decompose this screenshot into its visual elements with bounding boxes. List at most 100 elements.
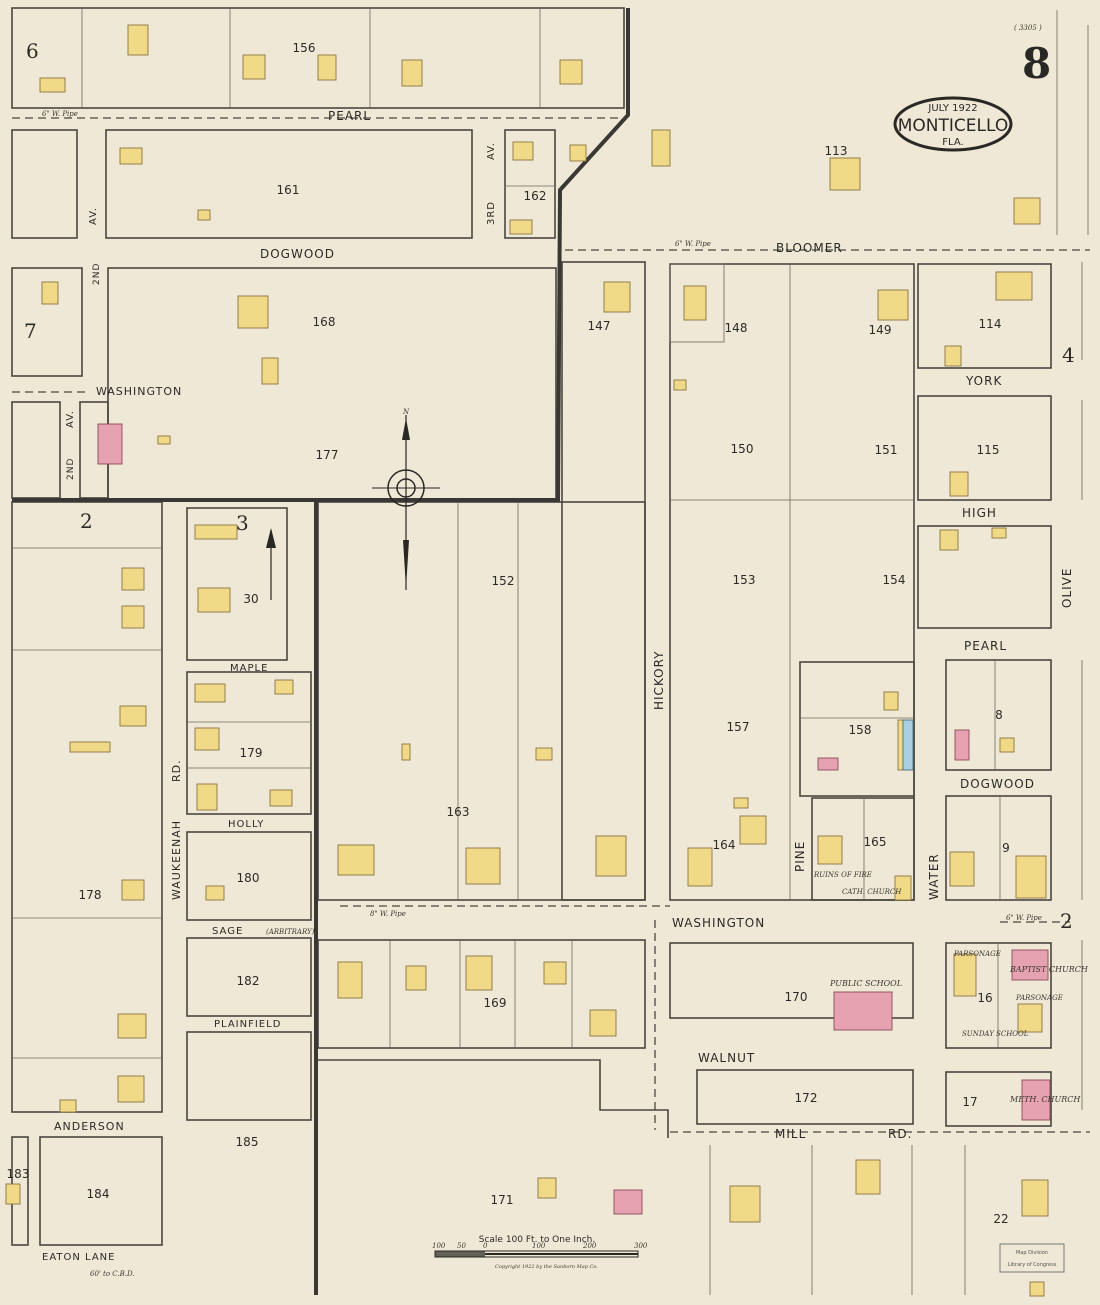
block-number: 177 bbox=[316, 448, 339, 462]
block-number: 163 bbox=[447, 805, 470, 819]
block-number: 22 bbox=[993, 1212, 1008, 1226]
street-label: 3RD bbox=[486, 201, 497, 225]
street-label: DOGWOOD bbox=[960, 777, 1035, 791]
building-label: BAPTIST CHURCH bbox=[1009, 965, 1089, 974]
block-number: 147 bbox=[588, 319, 611, 333]
building-label: PUBLIC SCHOOL bbox=[829, 979, 902, 988]
street-label: SAGE bbox=[212, 926, 243, 937]
pipe-label: 6" W. Pipe bbox=[42, 110, 78, 118]
block-number: 17 bbox=[962, 1095, 977, 1109]
street-label: YORK bbox=[965, 374, 1002, 388]
scale-tick: 50 bbox=[457, 1242, 466, 1250]
street-label: RD. bbox=[888, 1127, 912, 1141]
street-label: WAUKEENAH bbox=[170, 820, 183, 900]
block-number: 170 bbox=[785, 990, 808, 1004]
street-label: MAPLE bbox=[230, 663, 268, 674]
building-label: PARSONAGE bbox=[953, 950, 1001, 958]
street-label: AV. bbox=[65, 410, 76, 428]
block-number: 150 bbox=[731, 442, 754, 456]
pipe-label: 8" W. Pipe bbox=[370, 910, 406, 918]
adjoining-sheet: 7 bbox=[24, 319, 37, 343]
note-label: 60' to C.B.D. bbox=[90, 1270, 135, 1278]
street-label: BLOOMER bbox=[776, 241, 843, 255]
block-number: 151 bbox=[875, 443, 898, 457]
block-number: 113 bbox=[825, 144, 848, 158]
street-label: 2ND bbox=[92, 263, 102, 285]
street-label: HICKORY bbox=[652, 651, 666, 711]
block-outlines bbox=[11, 7, 1089, 1295]
street-label: 2ND bbox=[66, 458, 76, 480]
sheet-number: 8 bbox=[1022, 39, 1051, 88]
block-number: 172 bbox=[795, 1091, 818, 1105]
north-arrow bbox=[266, 528, 276, 600]
pipe-label: 6" W. Pipe bbox=[675, 240, 711, 248]
street-label: AV. bbox=[486, 142, 497, 160]
sheet-date: JULY 1922 bbox=[927, 103, 977, 114]
sheet-id: ( 3305 ) bbox=[1014, 24, 1042, 32]
street-label: DOGWOOD bbox=[260, 247, 335, 261]
title-cartouche bbox=[893, 96, 1013, 152]
block-number: 185 bbox=[236, 1135, 259, 1149]
scale-bar: Scale 100 Ft. to One Inch. 100 50 0 100 … bbox=[432, 1235, 648, 1270]
block-number: 158 bbox=[849, 723, 872, 737]
block-number: 165 bbox=[864, 835, 887, 849]
street-note: (ARBITRARY) bbox=[266, 928, 315, 936]
scale-tick: 100 bbox=[532, 1242, 546, 1250]
street-label: RD. bbox=[170, 759, 183, 782]
street-label: EATON LANE bbox=[42, 1252, 115, 1263]
building-label: PARSONAGE bbox=[1015, 994, 1063, 1002]
block-number: 148 bbox=[725, 321, 748, 335]
scale-tick: 200 bbox=[582, 1242, 597, 1250]
svg-text:N: N bbox=[402, 408, 410, 416]
block-number: 164 bbox=[713, 838, 736, 852]
block-number: 115 bbox=[977, 443, 1000, 457]
scale-tick: 100 bbox=[432, 1242, 446, 1250]
block-number: 114 bbox=[979, 317, 1002, 331]
street-label: OLIVE bbox=[1060, 568, 1074, 608]
scale-tick: 0 bbox=[483, 1242, 488, 1250]
street-label: WASHINGTON bbox=[96, 385, 182, 398]
block-number: 156 bbox=[293, 41, 316, 55]
pipe-label: 6" W. Pipe bbox=[1006, 914, 1042, 922]
block-number: 183 bbox=[7, 1167, 30, 1181]
block-number: 149 bbox=[869, 323, 892, 337]
stamp-text: Map Division bbox=[1016, 1250, 1048, 1256]
street-label: ANDERSON bbox=[54, 1120, 125, 1133]
block-number: 16 bbox=[977, 991, 992, 1005]
street-label: AV. bbox=[88, 207, 99, 225]
street-label: HIGH bbox=[962, 506, 997, 520]
block-number: 157 bbox=[727, 720, 750, 734]
library-stamp: Map Division Library of Congress bbox=[999, 1243, 1065, 1273]
block-number: 152 bbox=[492, 574, 515, 588]
block-number: 169 bbox=[484, 996, 507, 1010]
water-pipes bbox=[12, 117, 1090, 1133]
adjoining-sheet: 2 bbox=[1060, 909, 1073, 933]
stamp-text: Library of Congress bbox=[1008, 1262, 1057, 1268]
building-labels: PUBLIC SCHOOL BAPTIST CHURCH METH. CHURC… bbox=[42, 110, 1089, 1278]
building-label: RUINS OF FIRE bbox=[813, 871, 872, 879]
block-number: 161 bbox=[277, 183, 300, 197]
street-label: MILL bbox=[775, 1127, 806, 1141]
block-number: 182 bbox=[237, 974, 260, 988]
street-label: HOLLY bbox=[228, 819, 264, 830]
adjoining-sheet: 3 bbox=[236, 511, 249, 535]
street-label: PEARL bbox=[328, 109, 371, 123]
adjoining-sheet: 6 bbox=[26, 39, 39, 63]
street-label: WASHINGTON bbox=[672, 916, 765, 930]
building-label: CATH. CHURCH bbox=[842, 888, 902, 896]
city-name: MONTICELLO bbox=[898, 116, 1009, 136]
block-number: 153 bbox=[733, 573, 756, 587]
scale-tick: 300 bbox=[634, 1242, 648, 1250]
sheet-header: ( 3305 ) 8 JULY 1922 MONTICELLO FLA. bbox=[893, 24, 1051, 152]
compass-rose: N bbox=[372, 408, 440, 590]
block-number: 162 bbox=[524, 189, 547, 203]
block-number: 154 bbox=[883, 573, 906, 587]
block-number: 179 bbox=[240, 746, 263, 760]
street-label: WATER bbox=[927, 853, 941, 900]
buildings bbox=[5, 24, 1051, 1297]
building-label: METH. CHURCH bbox=[1009, 1095, 1081, 1104]
street-label: WALNUT bbox=[698, 1051, 755, 1065]
block-number: 180 bbox=[237, 871, 260, 885]
copyright: Copyright 1922 by the Sanborn Map Co. bbox=[495, 1264, 598, 1270]
